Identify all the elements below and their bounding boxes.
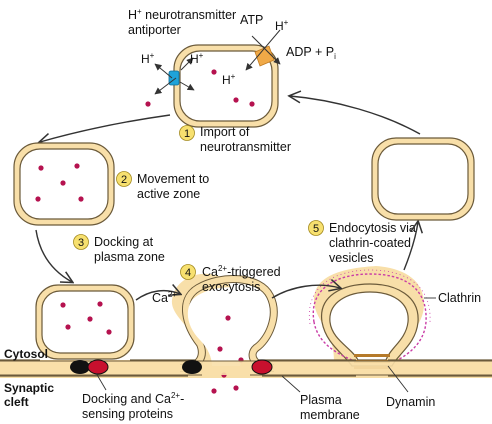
- neurotransmitter-dot: [211, 388, 217, 394]
- antiporter-arrow: [154, 63, 173, 79]
- antiporter-icon: [168, 70, 180, 86]
- neurotransmitter-dot: [249, 101, 255, 107]
- docking-protein-black: [70, 360, 90, 374]
- vesicle-import: [145, 29, 281, 128]
- step-2-badge: [116, 171, 132, 187]
- step-4-badge: [180, 264, 196, 280]
- vesicle-docked: [35, 284, 135, 360]
- vesicle-empty: [371, 137, 475, 221]
- dynamin-ring: [354, 354, 390, 357]
- antiporter-arrow: [179, 81, 195, 91]
- docking-leader: [95, 372, 107, 391]
- clathrin-coat: [312, 273, 427, 361]
- step-2-label: Movement to: [137, 172, 209, 186]
- docking-label-line2: sensing proteins: [82, 407, 173, 421]
- synaptic-cleft-label: Synaptic: [4, 381, 54, 395]
- neurotransmitter-dot: [211, 69, 217, 75]
- h-ion-label: H+: [141, 51, 155, 66]
- step-4-label-line2: exocytosis: [202, 280, 260, 294]
- synaptic-cleft-label-line2: cleft: [4, 395, 29, 409]
- step-2-number: 2: [121, 174, 127, 186]
- plasma-membrane-band: [0, 361, 492, 375]
- step-1-label: Import of: [200, 125, 250, 139]
- antiporter-arrow: [180, 57, 194, 71]
- neurotransmitter-dot: [145, 101, 151, 107]
- docking-protein-red: [87, 359, 109, 375]
- neurotransmitter-dot: [38, 165, 44, 171]
- neurotransmitter-dot: [233, 97, 239, 103]
- h-ion-label: H+: [275, 18, 289, 33]
- clathrin-label: Clathrin: [438, 291, 481, 305]
- vesicle-endocytosis: [308, 269, 431, 369]
- neurotransmitter-dot: [97, 301, 103, 307]
- h-ion-label: H+: [222, 72, 236, 87]
- atp-arrow: [251, 35, 281, 65]
- neurotransmitter-dot: [60, 302, 66, 308]
- neurotransmitter-dot: [78, 196, 84, 202]
- step-5-number: 5: [313, 223, 319, 235]
- neurotransmitter-dot: [225, 315, 231, 321]
- vesicle-exocytosis: [179, 275, 278, 394]
- neurotransmitter-dot: [60, 180, 66, 186]
- clathrin-coat: [313, 321, 353, 361]
- fusion-membrane: [179, 276, 277, 371]
- step-2-label-line2: active zone: [137, 187, 200, 201]
- plasma-membrane-label-line2: membrane: [300, 408, 360, 422]
- neurotransmitter-dot: [65, 324, 71, 330]
- dynamin-label: Dynamin: [386, 395, 435, 409]
- docking-label: Docking and Ca2+-: [82, 391, 184, 406]
- step-3-badge: [73, 234, 89, 250]
- vesicle-membrane-inner: [329, 291, 409, 361]
- docking-protein-black: [182, 360, 202, 374]
- step-5-badge: [308, 220, 324, 236]
- antiporter-label-line2: antiporter: [128, 23, 181, 37]
- cycle-arrow: [403, 222, 418, 271]
- fusion-lumen: [187, 287, 267, 366]
- neurotransmitter-dot: [106, 329, 112, 335]
- calcium-label: Ca2+: [152, 290, 177, 305]
- plasma-membrane-label: Plasma: [300, 393, 342, 407]
- cytosol-label: Cytosol: [4, 347, 48, 361]
- step-5-label-line2: clathrin-coated: [329, 236, 411, 250]
- step-1-label-line2: neurotransmitter: [200, 140, 291, 154]
- cycle-arrow: [290, 96, 421, 135]
- neurotransmitter-dot: [87, 316, 93, 322]
- cycle-arrow: [40, 114, 171, 142]
- plasma-membrane-leader: [281, 375, 301, 393]
- h-ion-label: H+: [190, 51, 204, 66]
- cycle-arrow: [271, 285, 340, 299]
- step-1-badge: [179, 125, 195, 141]
- step-1-number: 1: [184, 128, 190, 140]
- vesicle-membrane-inner: [377, 143, 469, 215]
- vesicle-moving: [13, 142, 115, 226]
- antiporter-label: H+ neurotransmitter: [128, 7, 236, 22]
- step-5-label-line3: vesicles: [329, 251, 373, 265]
- dynamin-leader: [387, 365, 409, 393]
- proton-arrow: [245, 29, 281, 71]
- step-4-label: Ca2+-triggered: [202, 264, 281, 279]
- neurotransmitter-dot: [74, 163, 80, 169]
- neurotransmitter-dot: [217, 346, 223, 352]
- step-3-label: Docking at: [94, 235, 154, 249]
- cycle-arrow: [35, 229, 72, 282]
- step-3-label-line2: plasma zone: [94, 250, 165, 264]
- atp-label: ATP: [240, 13, 263, 27]
- antiporter-arrow: [154, 77, 177, 95]
- step-5-label: Endocytosis via: [329, 221, 416, 235]
- neurotransmitter-dot: [233, 385, 239, 391]
- step-3-number: 3: [78, 237, 84, 249]
- docking-protein-red: [251, 359, 273, 375]
- vesicle-membrane-inner: [41, 290, 129, 354]
- step-4-number: 4: [185, 267, 191, 279]
- cycle-arrow: [135, 291, 180, 301]
- neurotransmitter-dot: [35, 196, 41, 202]
- adp-label: ADP + Pi: [286, 45, 336, 61]
